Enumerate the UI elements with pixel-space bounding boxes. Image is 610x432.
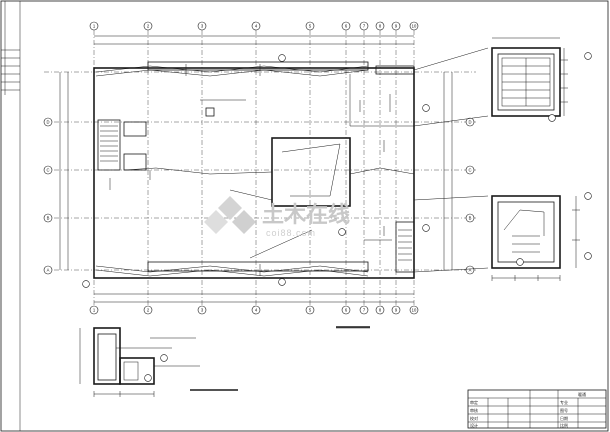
axis-bubble (409, 305, 419, 315)
axis-label: 9 (395, 308, 398, 313)
axis-label: 6 (345, 24, 348, 29)
axis-bubble (43, 165, 53, 175)
axis-label: 5 (309, 308, 312, 313)
axis-label: 1 (93, 308, 96, 313)
axis-label: 1 (93, 24, 96, 29)
axis-label: 8 (379, 24, 382, 29)
axis-label: 8 (379, 308, 382, 313)
main-floor-plan (93, 61, 415, 279)
axis-bubble (341, 21, 351, 31)
title-block-cell: 专业 (560, 399, 568, 405)
detail-view-top (491, 37, 568, 117)
axis-bubble (359, 305, 369, 315)
watermark-subtext: coi88.com (266, 228, 316, 238)
axis-bubble (43, 117, 53, 127)
section-bubble-icon (278, 54, 286, 62)
axis-bubble (89, 305, 99, 315)
section-bubble-icon (82, 280, 90, 288)
axis-bubble (465, 213, 475, 223)
axis-label: D (468, 120, 471, 125)
section-bubble-icon (584, 252, 592, 260)
title-block: 暖通 审定 审核 校对 设计 专业 图号 日期 比例 (467, 389, 607, 429)
axis-bubble (43, 265, 53, 275)
axis-label: D (46, 120, 49, 125)
axis-bubble (305, 21, 315, 31)
axis-label: 7 (363, 308, 366, 313)
section-bubble-icon (278, 278, 286, 286)
axis-label: 9 (395, 24, 398, 29)
axis-bubble (89, 21, 99, 31)
axis-bubble (391, 305, 401, 315)
title-block-cell: 日期 (560, 415, 568, 421)
title-block-cell: 图号 (560, 407, 568, 413)
section-bubble-icon (422, 104, 430, 112)
axis-label: C (468, 168, 471, 173)
axis-bubble (465, 165, 475, 175)
axis-label: 2 (147, 24, 150, 29)
watermark: 土木在线 coi88.com (204, 196, 350, 238)
title-block-cell: 审核 (470, 407, 478, 413)
axis-label: 2 (147, 308, 150, 313)
axis-label: 4 (255, 24, 258, 29)
title-block-cell: 审定 (470, 399, 478, 405)
leader-lines (190, 47, 489, 391)
axis-bubble (143, 21, 153, 31)
dimension-lines (59, 35, 453, 303)
stair-left-treads (100, 125, 118, 162)
axis-bubble (465, 265, 475, 275)
section-bubbles (82, 52, 592, 382)
axis-bubble (465, 117, 475, 127)
axis-label: 10 (412, 24, 417, 29)
axis-bubble (305, 305, 315, 315)
axis-bubble (375, 305, 385, 315)
axis-bubble (251, 21, 261, 31)
axis-bubble (341, 305, 351, 315)
axis-bubble (197, 305, 207, 315)
detail-view-left (79, 327, 200, 397)
axis-bubble (359, 21, 369, 31)
section-bubble-icon (144, 374, 152, 382)
axis-label: A (47, 268, 50, 273)
axis-label: 6 (345, 308, 348, 313)
section-bubble-icon (422, 224, 430, 232)
axis-bubble (43, 213, 53, 223)
air-ducts (95, 64, 415, 277)
axis-label: 4 (255, 308, 258, 313)
title-block-cell: 比例 (560, 422, 568, 428)
axis-label: 7 (363, 24, 366, 29)
title-block-header: 暖通 (578, 391, 586, 397)
section-bubble-icon (584, 192, 592, 200)
axis-bubble (375, 21, 385, 31)
title-block-cell: 校对 (470, 415, 478, 421)
watermark-text: 土木在线 (262, 202, 350, 227)
axis-label: B (469, 216, 472, 221)
axis-label: 10 (412, 308, 417, 313)
axis-bubble (391, 21, 401, 31)
axis-bubble (143, 305, 153, 315)
stair-right-treads (398, 229, 412, 261)
section-bubble-icon (584, 52, 592, 60)
section-bubble-icon (548, 114, 556, 122)
axis-label: 5 (309, 24, 312, 29)
axis-label: B (47, 216, 50, 221)
axis-bubble (251, 305, 261, 315)
section-bubble-icon (338, 228, 346, 236)
section-bubble-icon (516, 258, 524, 266)
axis-label: 3 (201, 308, 204, 313)
watermark-logo-icon (204, 196, 256, 234)
section-bubble-icon (160, 354, 168, 362)
axis-bubble (409, 21, 419, 31)
detail-view-bottom (491, 195, 580, 281)
axis-label: 3 (201, 24, 204, 29)
axis-bubble (197, 21, 207, 31)
axis-label: A (469, 268, 472, 273)
title-block-cell: 设计 (470, 422, 478, 428)
axis-label: C (46, 168, 49, 173)
